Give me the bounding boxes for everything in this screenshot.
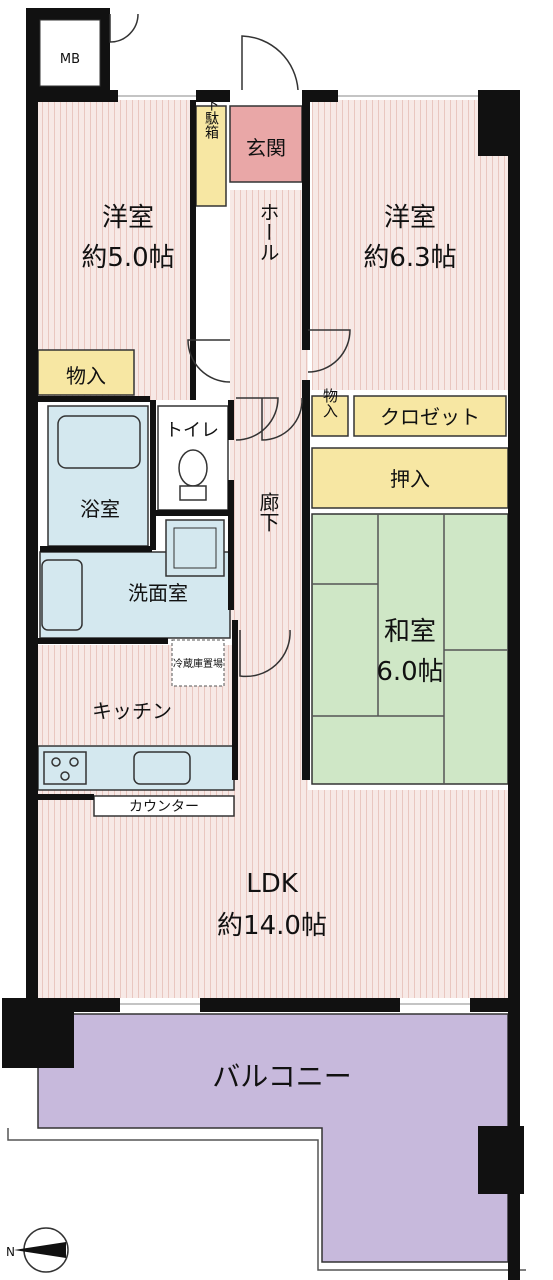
rouka-label: 廊下 (256, 492, 280, 532)
hall-label: ホール (256, 202, 280, 262)
tatami-lines (312, 514, 508, 784)
toilet-tank (179, 485, 207, 501)
senmen-label: 洗面室 (128, 581, 188, 605)
ldk-size: 約14.0帖 (217, 911, 327, 941)
window-lines (118, 95, 478, 1005)
floor-genkan (229, 105, 303, 183)
stove-icon (43, 751, 87, 785)
bathtub (57, 415, 141, 469)
mb-box (39, 19, 101, 87)
nando-left-label: 物入 (66, 364, 106, 388)
nando-right-label: 物入 (321, 388, 339, 418)
yoshitsu-right-size: 約6.3帖 (363, 243, 456, 273)
mb-label: MB (60, 52, 80, 67)
sink-icon (133, 751, 191, 785)
floor-ldk-upper (233, 630, 308, 790)
yoshitsu-left-size: 約5.0帖 (81, 243, 174, 273)
door-swings (187, 329, 351, 678)
toilet-label: トイレ (165, 420, 219, 441)
oshiire-label: 押入 (390, 467, 430, 491)
nando-right-area (311, 395, 349, 437)
nando-left-area (37, 349, 135, 396)
balcony-rail (7, 1128, 526, 1271)
floor-ldk (38, 790, 508, 998)
getabako-label: 下駄箱 (203, 97, 219, 139)
washbasin (41, 559, 83, 631)
washer-inner (173, 527, 217, 569)
floor-hall (230, 190, 308, 630)
fridge-space (171, 639, 225, 687)
kitchen-label: キッチン (92, 699, 172, 723)
compass-icon (14, 1227, 69, 1273)
ldk-name: LDK (246, 869, 299, 899)
washitsu-name: 和室 (384, 617, 436, 647)
balcony-floor (37, 1013, 509, 1263)
counter-label: カウンター (129, 799, 199, 815)
yoshitsu-right-name: 洋室 (384, 203, 436, 233)
closet-label: クロゼット (380, 405, 480, 429)
floor-yoshitsu-right (312, 100, 508, 390)
balcony-label: バルコニー (212, 1060, 351, 1093)
washitsu-floor (311, 513, 509, 785)
toilet-bowl (178, 449, 208, 487)
counter-bar (93, 795, 235, 817)
fridge-label: 冷蔵庫置場 (173, 657, 223, 670)
entrance-door (241, 35, 299, 91)
compass-label: N (6, 1245, 15, 1259)
washitsu-size: 6.0帖 (376, 657, 443, 687)
closet-area (353, 395, 507, 437)
oshiire-area (311, 447, 509, 509)
getabako-cabinet (195, 105, 227, 207)
yoshitsu-left-name: 洋室 (102, 203, 154, 233)
walls (2, 8, 524, 1280)
genkan-label: 玄関 (246, 136, 286, 160)
bath-label: 浴室 (80, 497, 120, 521)
mb-door (109, 13, 139, 43)
